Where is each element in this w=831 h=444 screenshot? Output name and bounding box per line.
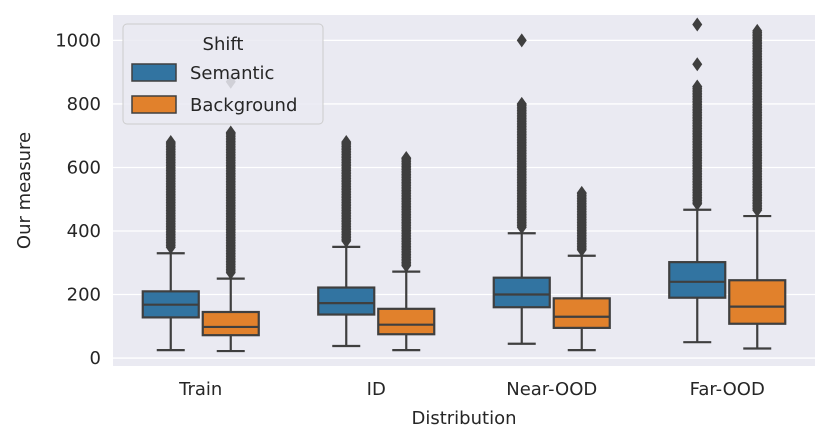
- outlier-marker: [516, 96, 527, 111]
- outlier-marker: [401, 150, 412, 165]
- outlier-marker: [576, 185, 587, 200]
- box-iqr: [317, 286, 376, 316]
- legend-swatch: [131, 63, 177, 82]
- y-tick-label: 400: [67, 221, 101, 242]
- box-iqr: [201, 310, 260, 337]
- outlier-marker: [692, 57, 703, 72]
- box-1-2: [552, 185, 611, 352]
- x-axis-label: Distribution: [411, 408, 516, 429]
- box-iqr: [377, 307, 436, 336]
- outlier-marker: [692, 17, 703, 32]
- outlier-marker: [165, 135, 176, 150]
- legend-swatch: [131, 95, 177, 114]
- box-0-0: [141, 135, 200, 352]
- box-0-2: [492, 33, 551, 345]
- box-1-0: [201, 74, 260, 353]
- outlier-marker: [225, 125, 236, 140]
- outlier-marker: [341, 135, 352, 150]
- x-tick-label: Far-OOD: [690, 379, 765, 400]
- x-tick-label: ID: [367, 379, 386, 400]
- box-iqr: [492, 276, 551, 309]
- legend-label: Background: [190, 95, 297, 116]
- box-iqr: [552, 297, 611, 329]
- legend-label: Semantic: [190, 63, 274, 84]
- y-tick-label: 0: [90, 348, 101, 369]
- outlier-marker: [692, 79, 703, 94]
- y-tick-label: 1000: [55, 30, 101, 51]
- box-iqr: [728, 279, 787, 325]
- y-tick-label: 600: [67, 157, 101, 178]
- box-1-3: [728, 23, 787, 350]
- legend-title: Shift: [203, 34, 244, 55]
- outlier-marker: [752, 23, 763, 38]
- y-axis-label: Our measure: [14, 132, 35, 249]
- y-tick-label: 800: [67, 94, 101, 115]
- box-0-1: [317, 135, 376, 348]
- y-tick-label: 200: [67, 285, 101, 306]
- box-0-3: [668, 17, 727, 344]
- box-1-1: [377, 150, 436, 352]
- box-iqr: [668, 261, 727, 299]
- x-tick-label: Train: [178, 379, 222, 400]
- outlier-marker: [516, 33, 527, 48]
- x-tick-label: Near-OOD: [506, 379, 597, 400]
